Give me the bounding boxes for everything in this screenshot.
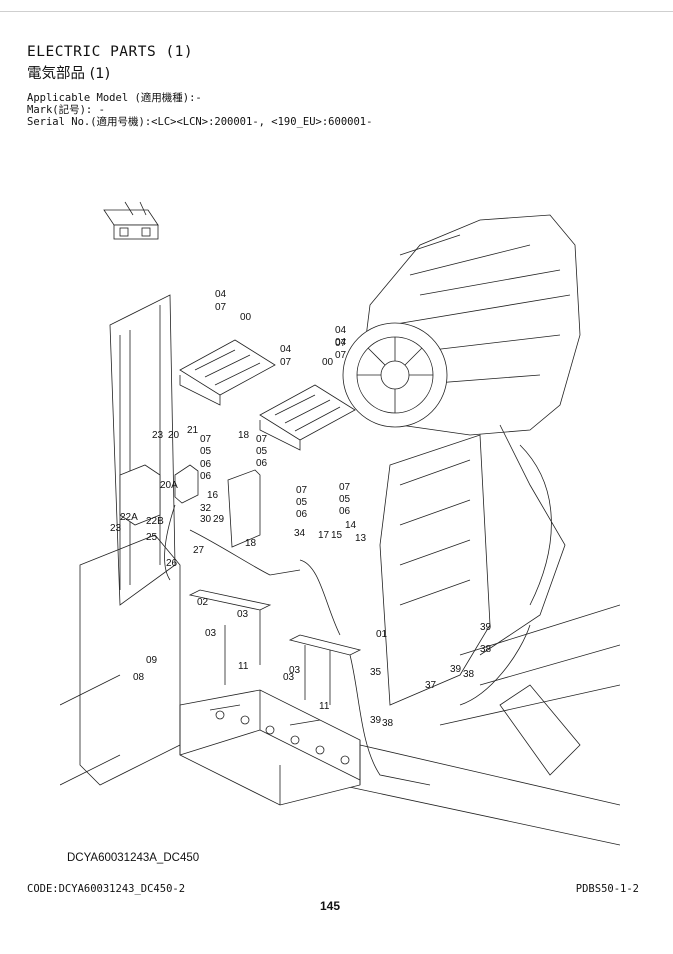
batteries [179,689,361,806]
callout-01: 01 [376,629,388,640]
callout-05: 05 [296,497,308,508]
serial-number: Serial No.(適用号機):<LC><LCN>:200001-, <190… [27,116,373,128]
callout-04: 04 [215,289,227,300]
callout-22A: 22A [120,512,138,523]
callout-29: 29 [213,514,225,525]
callout-30: 30 [200,514,212,525]
battery-brackets [188,589,362,705]
callout-07: 07 [335,350,347,361]
callout-16: 16 [207,490,219,501]
callout-11: 11 [319,701,330,712]
orientation-icon [103,201,159,240]
callout-04: 04 [335,337,347,348]
callout-05: 05 [256,446,268,457]
callout-18: 18 [238,430,250,441]
callout-03: 03 [205,628,217,639]
callout-11: 11 [238,661,249,672]
callout-03: 03 [289,665,301,676]
top-rule [0,11,673,12]
callout-17: 17 [318,530,330,541]
callout-27: 27 [193,545,205,556]
page-title: ELECTRIC PARTS (1) [27,44,194,60]
callout-20: 20 [168,430,180,441]
callout-38: 38 [382,718,394,729]
callout-23: 23 [110,523,122,534]
callout-39: 39 [480,622,492,633]
callout-07: 07 [200,434,212,445]
relay-bracket [119,464,261,548]
callout-08: 08 [133,672,145,683]
page-number: 145 [320,899,341,913]
callout-00: 00 [240,312,252,323]
callout-39: 39 [370,715,382,726]
callout-00: 00 [322,357,334,368]
right-frame [339,434,620,846]
callout-02: 02 [197,597,209,608]
callout-05: 05 [339,494,351,505]
callout-06: 06 [339,506,351,517]
applicable-model: Applicable Model (適用機種):- [27,92,202,104]
callout-04: 04 [280,344,292,355]
callout-03: 03 [283,672,295,683]
callout-07: 07 [339,482,351,493]
callout-26: 26 [166,558,178,569]
callout-32: 32 [200,503,212,514]
callout-06: 06 [256,458,268,469]
cables [164,504,531,786]
callout-14: 14 [345,520,357,531]
callout-37: 37 [425,680,437,691]
callout-18: 18 [245,538,257,549]
callout-35: 35 [370,667,382,678]
callout-39: 39 [450,664,462,675]
callout-09: 09 [146,655,158,666]
callout-38: 38 [463,669,475,680]
engine-assembly [342,214,581,656]
callout-22B: 22B [146,516,164,527]
mark: Mark(記号): - [27,104,105,116]
callout-06: 06 [296,509,308,520]
callout-05: 05 [200,446,212,457]
callout-07: 07 [215,302,227,313]
left-frame [60,294,181,786]
parts-diagram-svg: 0407000407000407040723202107180705060605… [60,201,620,846]
callout-06: 06 [200,471,212,482]
callout-23: 23 [152,430,164,441]
callout-25: 25 [146,532,158,543]
footer-id: PDBS50-1-2 [575,883,639,895]
callout-20A: 20A [160,480,178,491]
callout-21: 21 [187,425,199,436]
callout-38: 38 [480,644,492,655]
callout-07: 07 [335,338,347,349]
page-title-japanese: 電気部品 (1) [27,66,111,82]
callout-15: 15 [331,530,343,541]
callout-34: 34 [294,528,306,539]
callout-07: 07 [256,434,268,445]
callout-04: 04 [335,325,347,336]
drawing-code: DCYA60031243A_DC450 [67,852,200,864]
callout-03: 03 [237,609,249,620]
callout-13: 13 [355,533,367,544]
callout-07: 07 [280,357,292,368]
floor-plates [179,339,356,451]
footer-code: CODE:DCYA60031243_DC450-2 [27,883,186,895]
callout-06: 06 [200,459,212,470]
callout-07: 07 [296,485,308,496]
